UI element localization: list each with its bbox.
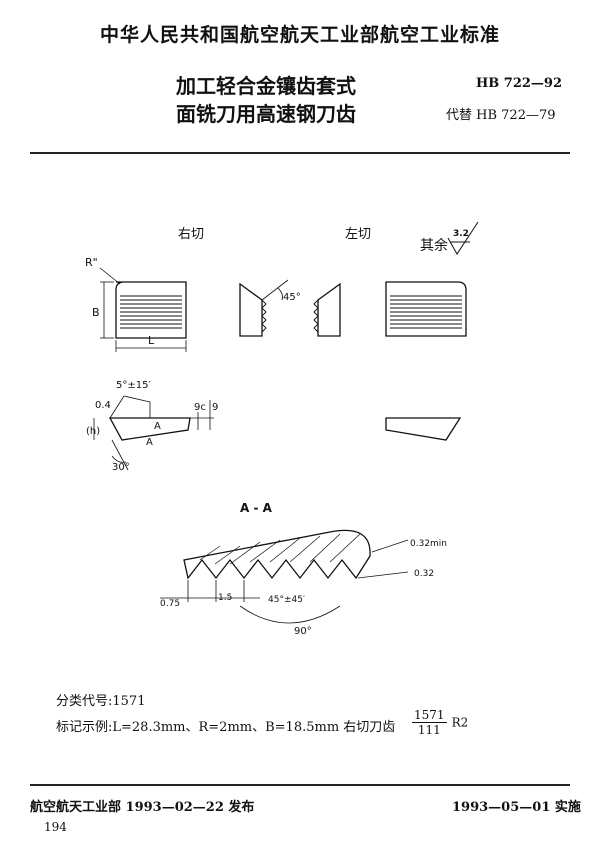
dim-L-label: L: [148, 334, 155, 347]
angle-45-label: 45°: [283, 292, 301, 303]
roughness-symbol: [447, 221, 479, 255]
angle-5-label: 5°±15′: [116, 380, 151, 391]
tooth-side-view-left: [313, 282, 341, 337]
section-mark-lower: A: [146, 437, 153, 448]
dim-9-label: 9: [212, 402, 218, 413]
dim-9c-label: 9c: [194, 402, 206, 413]
tooth-front-view: [99, 267, 187, 352]
radius-label: R": [85, 256, 98, 269]
issued-date: 航空航天工业部 1993—02—22 发布: [30, 800, 255, 815]
replaces-standard: 代替 HB 722—79: [446, 108, 556, 123]
fraction-block: 1571 111: [412, 708, 447, 737]
tooth-side-view-right: [239, 279, 289, 337]
angle-30-label: 30°: [112, 462, 130, 473]
fraction-suffix: R2: [451, 715, 469, 730]
fraction-numerator: 1571: [412, 708, 447, 723]
org-standard-header: 中华人民共和国航空航天工业部航空工业标准: [99, 24, 500, 46]
marking-example: 标记示例:L=28.3mm、R=2mm、B=18.5mm 右切刀齿: [56, 720, 396, 735]
dim-032min-label: 0.32min: [410, 539, 447, 549]
dim-032-label: 0.32: [414, 569, 434, 579]
section-mark-upper: A: [154, 421, 161, 432]
angle-90-label: 90°: [294, 626, 312, 637]
left-cut-label: 左切: [345, 227, 371, 242]
effective-date: 1993—05—01 实施: [452, 800, 581, 815]
value-0-4-label: 0.4: [95, 400, 111, 411]
header-rule: [30, 152, 570, 154]
section-aa-title: A - A: [240, 501, 273, 515]
dim-15-label: 1.5: [218, 593, 232, 603]
angle-45pm-label: 45°±45′: [268, 595, 305, 605]
page-number: 194: [44, 820, 67, 834]
doc-title-line2: 面铣刀用高速钢刀齿: [176, 102, 356, 126]
dim-h-label: (h): [86, 426, 100, 437]
tooth-front-view-left: [385, 281, 467, 337]
dim-075-label: 0.75: [160, 599, 180, 609]
class-code: 分类代号:1571: [56, 694, 146, 709]
footer-rule: [30, 784, 570, 786]
standard-number: HB 722—92: [476, 76, 563, 91]
marking-fraction: 1571 111 R2: [412, 708, 468, 737]
roughness-rest-label: 其余: [420, 237, 448, 254]
right-cut-label: 右切: [178, 227, 204, 242]
roughness-value: 3.2: [453, 229, 469, 239]
tooth-top-view-right: [93, 395, 214, 471]
tooth-top-view-left: [385, 417, 462, 441]
fraction-denominator: 111: [417, 723, 441, 737]
section-aa-profile: [160, 529, 409, 624]
dim-B-label: B: [92, 306, 100, 319]
doc-title-line1: 加工轻合金镶齿套式: [176, 74, 356, 98]
